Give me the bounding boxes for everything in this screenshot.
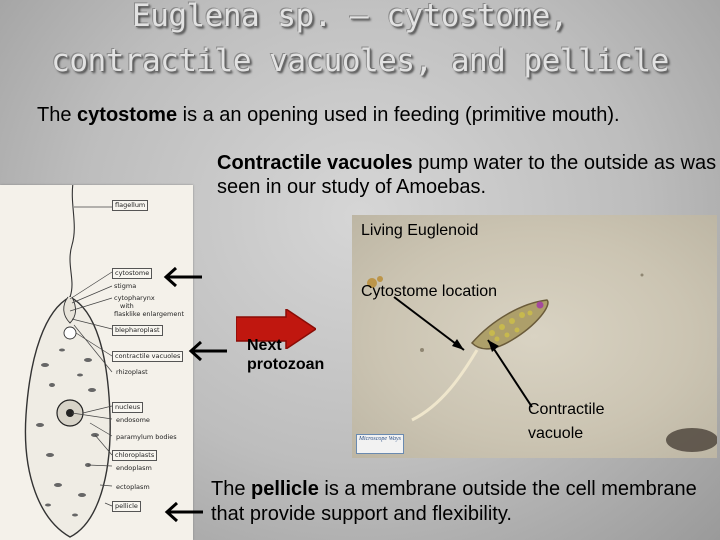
- label-endoplasm: endoplasm: [116, 465, 152, 472]
- label-endosome: endosome: [116, 417, 150, 424]
- euglena-diagram: flagellum cytostome stigma cytopharynx w…: [0, 185, 193, 540]
- arrow-left-icon: [160, 265, 204, 289]
- label-paramylum-bodies: paramylum bodies: [116, 434, 177, 441]
- contractile-term: Contractile vacuoles: [217, 152, 413, 174]
- label-contractile-vacuoles: contractile vacuoles: [112, 351, 183, 362]
- label-ectoplasm: ectoplasm: [116, 484, 150, 491]
- euglena-drawing: [0, 185, 193, 540]
- label-pellicle: pellicle: [112, 501, 141, 512]
- label-flasklike-enlargement: flasklike enlargement: [114, 311, 184, 318]
- label-with: with: [120, 303, 134, 310]
- label-living-euglenoid: Living Euglenoid: [361, 221, 478, 240]
- next-label-line-2: protozoan: [247, 355, 324, 374]
- label-blepharoplast: blepharoplast: [112, 325, 163, 336]
- arrow-left-icon: [161, 500, 205, 524]
- title-line-1: Euglena sp. – cytostome,: [0, 0, 710, 36]
- next-label-line-1: Next: [247, 336, 324, 355]
- title-line-2: contractile vacuoles, and pellicle: [0, 41, 720, 81]
- label-flagellum: flagellum: [112, 200, 148, 211]
- pellicle-text-before: The: [211, 478, 251, 500]
- micrograph-drawing: [352, 215, 717, 458]
- pellicle-description: The pellicle is a membrane outside the c…: [211, 477, 711, 527]
- cytostome-text-before: The: [37, 104, 77, 126]
- label-stigma: stigma: [114, 283, 136, 290]
- cytostome-description: The cytostome is a an opening used in fe…: [37, 103, 677, 127]
- label-cytostome-location: Cytostome location: [361, 282, 497, 301]
- microscope-logo: Microscope Ways: [356, 434, 404, 454]
- contractile-vacuole-description: Contractile vacuoles pump water to the o…: [217, 151, 717, 199]
- label-rhizoplast: rhizoplast: [116, 369, 148, 376]
- cytostome-term: cytostome: [77, 104, 177, 126]
- label-vacuole: vacuole: [528, 424, 583, 443]
- label-nucleus: nucleus: [112, 402, 143, 413]
- label-cytopharynx: cytopharynx: [114, 295, 155, 302]
- arrow-left-icon: [185, 339, 229, 363]
- label-contractile: Contractile: [528, 400, 604, 419]
- euglenoid-photo: Living Euglenoid Cytostome location Cont…: [352, 215, 717, 458]
- cytostome-text-after: is a an opening used in feeding (primiti…: [177, 104, 619, 126]
- label-cytostome: cytostome: [112, 268, 152, 279]
- pellicle-term: pellicle: [251, 478, 319, 500]
- label-chloroplasts: chloroplasts: [112, 450, 157, 461]
- next-protozoan-label[interactable]: Next protozoan: [247, 336, 324, 374]
